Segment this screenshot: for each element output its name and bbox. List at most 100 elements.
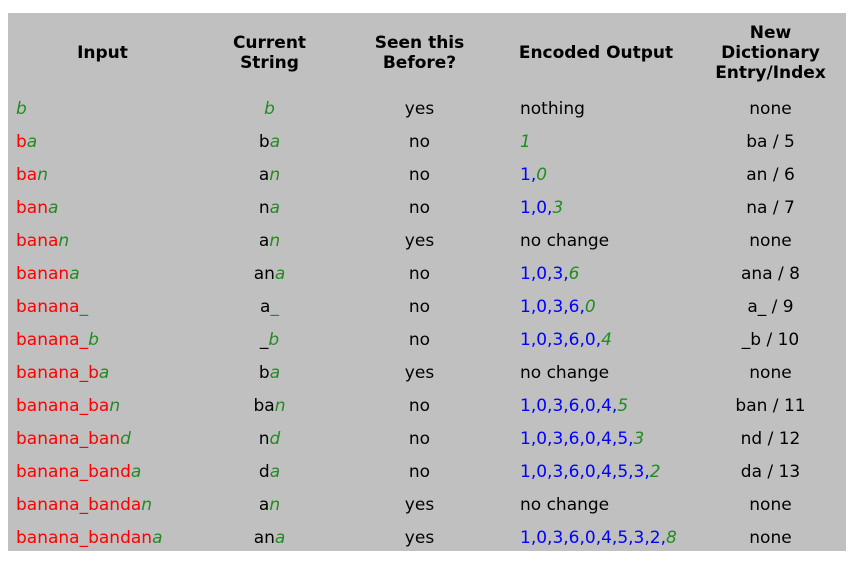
seen-before-cell: yes — [342, 521, 497, 554]
current-string-cell: b — [197, 92, 342, 125]
current-new-char: n — [269, 230, 281, 251]
output-prefix: 1,0, — [520, 197, 553, 218]
new-entry-cell: ba / 5 — [695, 125, 846, 158]
current-new-char: a — [269, 131, 281, 152]
output-prefix: no change — [520, 494, 610, 515]
new-entry-cell: none — [695, 224, 846, 257]
current-new-char: a — [269, 461, 281, 482]
input-new-char: b — [88, 329, 99, 350]
output-new-code: 3 — [633, 428, 645, 449]
header-input: Input — [77, 42, 128, 63]
output-prefix: 1,0,3,6,0,4,5, — [520, 428, 634, 449]
seen-before-cell: no — [342, 257, 497, 290]
input-new-char: a — [47, 197, 59, 218]
current-string-cell: an — [197, 224, 342, 257]
entry-value: none — [749, 230, 792, 251]
seen-before-cell: no — [342, 158, 497, 191]
input-cell: banana_ — [8, 290, 197, 323]
header-encoded-output: Encoded Output — [518, 42, 674, 63]
seen-value: yes — [404, 362, 435, 383]
output-new-code: 2 — [649, 461, 661, 482]
seen-value: no — [408, 131, 431, 152]
encoded-output-cell: 1,0 — [497, 158, 695, 191]
seen-value: no — [408, 296, 431, 317]
current-new-char: _ — [270, 296, 279, 317]
entry-value: ba / 5 — [746, 131, 795, 152]
new-entry-cell: ban / 11 — [695, 389, 846, 422]
current-prefix: an — [253, 263, 275, 284]
output-prefix: 1,0,3,6, — [520, 296, 585, 317]
output-prefix: 1,0,3,6,0,4,5,3,2, — [520, 527, 666, 548]
seen-value: no — [408, 197, 431, 218]
current-prefix: a — [258, 230, 270, 251]
current-string-cell: ban — [197, 389, 342, 422]
current-string-cell: ba — [197, 356, 342, 389]
entry-value: none — [749, 362, 792, 383]
encoded-output-cell: 1 — [497, 125, 695, 158]
current-prefix: d — [258, 461, 270, 482]
input-new-char: b — [16, 98, 27, 119]
current-prefix: n — [258, 428, 270, 449]
current-string-cell: ana — [197, 521, 342, 554]
input-cell: banana_bandana — [8, 521, 197, 554]
input-prefix: banana_b — [16, 362, 99, 383]
entry-value: _b / 10 — [741, 329, 800, 350]
input-new-char: n — [109, 395, 121, 416]
input-cell: banana_bandan — [8, 488, 197, 521]
current-new-char: n — [274, 395, 286, 416]
seen-before-cell: no — [342, 290, 497, 323]
seen-before-cell: yes — [342, 92, 497, 125]
input-prefix: ban — [16, 197, 48, 218]
seen-before-cell: no — [342, 455, 497, 488]
current-string-cell: an — [197, 488, 342, 521]
input-cell: banana — [8, 257, 197, 290]
seen-value: no — [408, 461, 431, 482]
new-entry-cell: _b / 10 — [695, 323, 846, 356]
input-new-char: a — [130, 461, 142, 482]
input-prefix: banana_banda — [16, 494, 142, 515]
output-prefix: nothing — [520, 98, 585, 119]
seen-before-cell: yes — [342, 224, 497, 257]
current-prefix: an — [253, 527, 275, 548]
output-prefix: 1,0,3,6,0, — [520, 329, 602, 350]
output-prefix: 1, — [520, 164, 537, 185]
seen-value: no — [408, 263, 431, 284]
input-prefix: ba — [16, 164, 38, 185]
seen-value: no — [408, 329, 431, 350]
output-new-code: 8 — [665, 527, 677, 548]
output-new-code: 0 — [536, 164, 548, 185]
current-string-cell: a_ — [197, 290, 342, 323]
seen-before-cell: no — [342, 323, 497, 356]
entry-value: ana / 8 — [741, 263, 800, 284]
current-prefix: n — [258, 197, 270, 218]
entry-value: none — [749, 494, 792, 515]
current-new-char: a — [274, 527, 286, 548]
entry-value: ban / 11 — [735, 395, 806, 416]
input-new-char: a — [26, 131, 38, 152]
seen-before-cell: no — [342, 422, 497, 455]
current-new-char: n — [269, 494, 281, 515]
output-new-code: 4 — [601, 329, 612, 350]
output-prefix: 1,0,3,6,0,4, — [520, 395, 618, 416]
encoded-output-cell: nothing — [497, 92, 695, 125]
seen-value: yes — [404, 230, 435, 251]
seen-value: no — [408, 164, 431, 185]
output-new-code: 0 — [584, 296, 596, 317]
encoded-output-cell: 1,0,3,6,0,4,5,3 — [497, 422, 695, 455]
input-prefix: banana_band — [16, 461, 131, 482]
seen-value: no — [408, 395, 431, 416]
output-prefix: 1,0,3,6,0,4,5,3, — [520, 461, 650, 482]
entry-value: an / 6 — [746, 164, 795, 185]
encoded-output-cell: 1,0,3,6,0 — [497, 290, 695, 323]
output-new-code: 5 — [617, 395, 629, 416]
input-new-char: n — [141, 494, 153, 515]
